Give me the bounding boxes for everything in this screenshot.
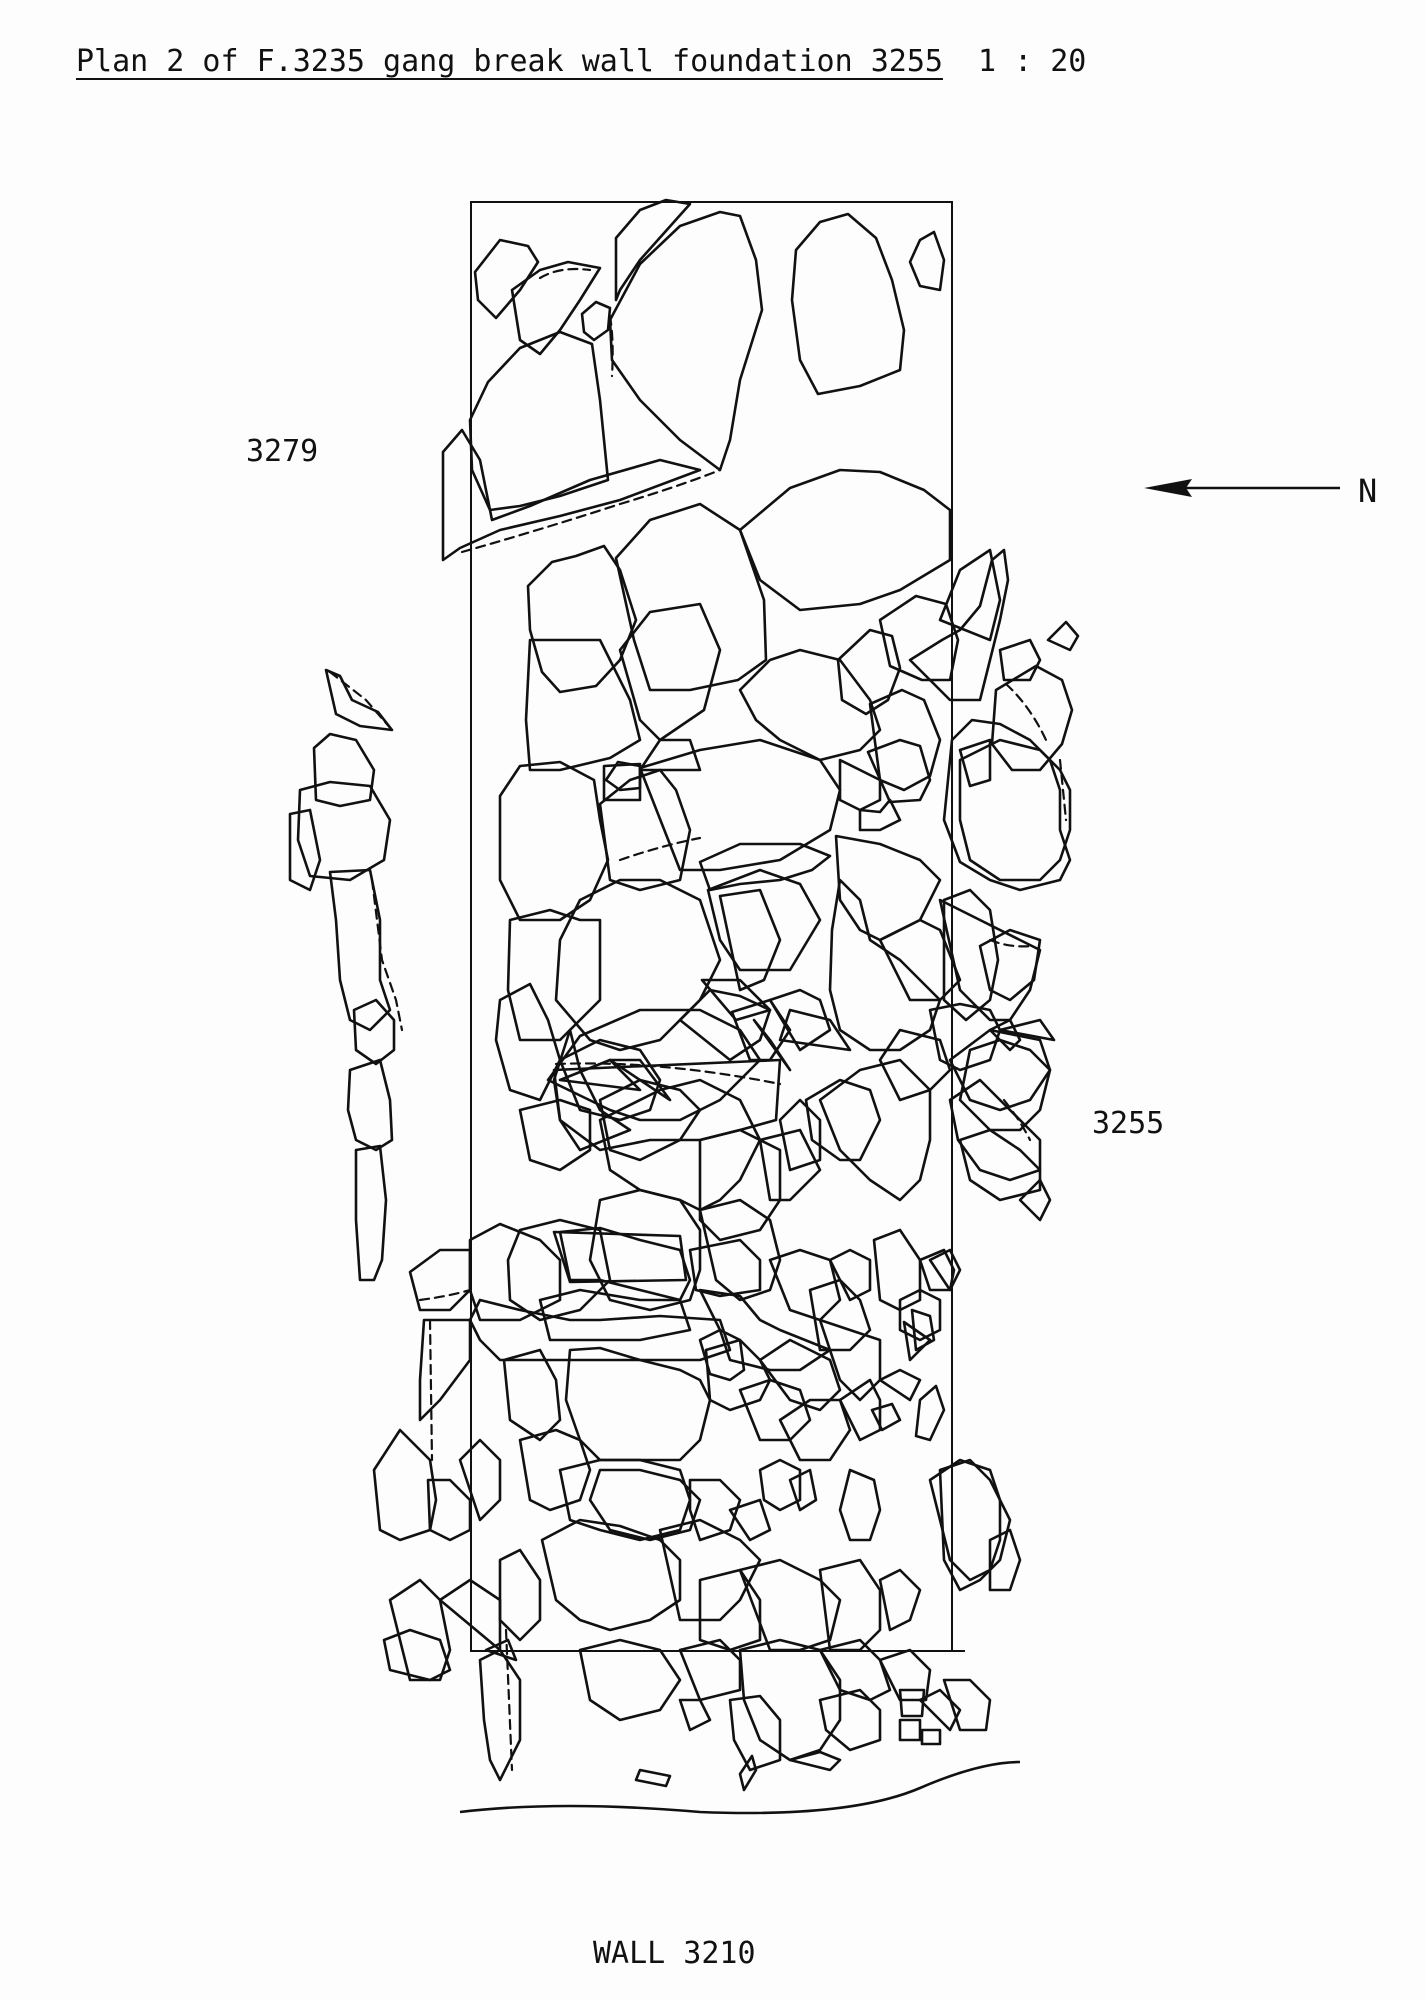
stones: [288, 198, 1080, 1792]
context-label-3279: 3279: [246, 434, 319, 469]
wall-3210-edge: [459, 1760, 1021, 1815]
scale-label: 1 : 20: [978, 44, 1087, 79]
drawing-title: Plan 2 of F.3235 gang break wall foundat…: [76, 44, 943, 79]
context-label-3255: 3255: [1092, 1106, 1165, 1141]
wall-label: WALL 3210: [593, 1936, 756, 1971]
north-arrow-icon: [1144, 479, 1340, 497]
north-label: N: [1358, 472, 1378, 510]
